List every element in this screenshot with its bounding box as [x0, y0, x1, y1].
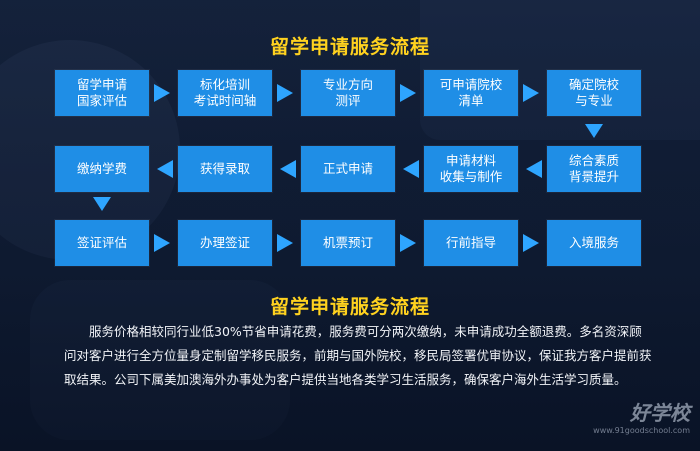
step-label-line1: 标化培训 — [199, 77, 250, 92]
step-label-line2: 背景提升 — [568, 169, 619, 184]
step-label-line2: 清单 — [458, 93, 484, 108]
arrow-right-icon — [523, 234, 539, 252]
arrow-right-icon — [154, 84, 170, 102]
step-box-14: 行前指导 — [424, 220, 518, 266]
step-box-1: 留学申请国家评估 — [55, 70, 149, 116]
arrow-left-icon — [526, 160, 542, 178]
step-box-12: 办理签证 — [178, 220, 272, 266]
arrow-right-icon — [400, 234, 416, 252]
arrow-down-icon — [93, 197, 111, 211]
arrow-right-icon — [523, 84, 539, 102]
step-box-5: 确定院校与专业 — [547, 70, 641, 116]
step-label-line1: 专业方向 — [322, 77, 373, 92]
watermark-url: www.91goodschool.com — [593, 426, 690, 435]
step-label-line1: 获得录取 — [199, 161, 250, 176]
step-label-line2: 国家评估 — [76, 93, 127, 108]
arrow-left-icon — [403, 160, 419, 178]
step-label-line1: 机票预订 — [322, 235, 373, 250]
step-box-10: 缴纳学费 — [55, 146, 149, 192]
step-label-line1: 确定院校 — [568, 77, 619, 92]
arrow-left-icon — [157, 160, 173, 178]
step-label-line2: 考试时间轴 — [193, 93, 257, 108]
step-label-line1: 留学申请 — [76, 77, 127, 92]
step-box-13: 机票预订 — [301, 220, 395, 266]
step-label-line1: 行前指导 — [445, 235, 496, 250]
step-label-line1: 申请材料 — [445, 153, 496, 168]
step-box-2: 标化培训考试时间轴 — [178, 70, 272, 116]
diagram-title: 留学申请服务流程 — [269, 36, 430, 58]
step-label-line2: 收集与制作 — [439, 169, 503, 184]
step-box-6: 综合素质背景提升 — [547, 146, 641, 192]
step-label-line1: 综合素质 — [568, 153, 619, 168]
step-label-line1: 正式申请 — [322, 161, 373, 176]
step-label-line1: 缴纳学费 — [76, 161, 127, 176]
step-box-11: 签证评估 — [55, 220, 149, 266]
step-box-8: 正式申请 — [301, 146, 395, 192]
step-label-line2: 测评 — [335, 93, 361, 108]
step-box-7: 申请材料收集与制作 — [424, 146, 518, 192]
step-label-line2: 与专业 — [575, 93, 613, 108]
step-label-line1: 可申请院校 — [439, 77, 503, 92]
arrow-right-icon — [277, 234, 293, 252]
arrow-left-icon — [280, 160, 296, 178]
step-box-3: 专业方向测评 — [301, 70, 395, 116]
step-box-9: 获得录取 — [178, 146, 272, 192]
watermark: 好学校 www.91goodschool.com — [593, 397, 690, 435]
section-title: 留学申请服务流程 — [269, 296, 430, 318]
arrow-right-icon — [400, 84, 416, 102]
step-label-line1: 办理签证 — [199, 235, 250, 250]
arrow-down-icon — [585, 124, 603, 138]
arrow-right-icon — [154, 234, 170, 252]
watermark-logo: 好学校 — [630, 401, 690, 425]
step-box-4: 可申请院校清单 — [424, 70, 518, 116]
step-label-line1: 签证评估 — [76, 235, 127, 250]
step-label-line1: 入境服务 — [568, 235, 619, 250]
arrow-right-icon — [277, 84, 293, 102]
step-box-15: 入境服务 — [547, 220, 641, 266]
description-paragraph: 服务价格相较同行业低30%节省申请花费，服务费可分两次缴纳，未申请成功全额退费。… — [64, 324, 652, 387]
